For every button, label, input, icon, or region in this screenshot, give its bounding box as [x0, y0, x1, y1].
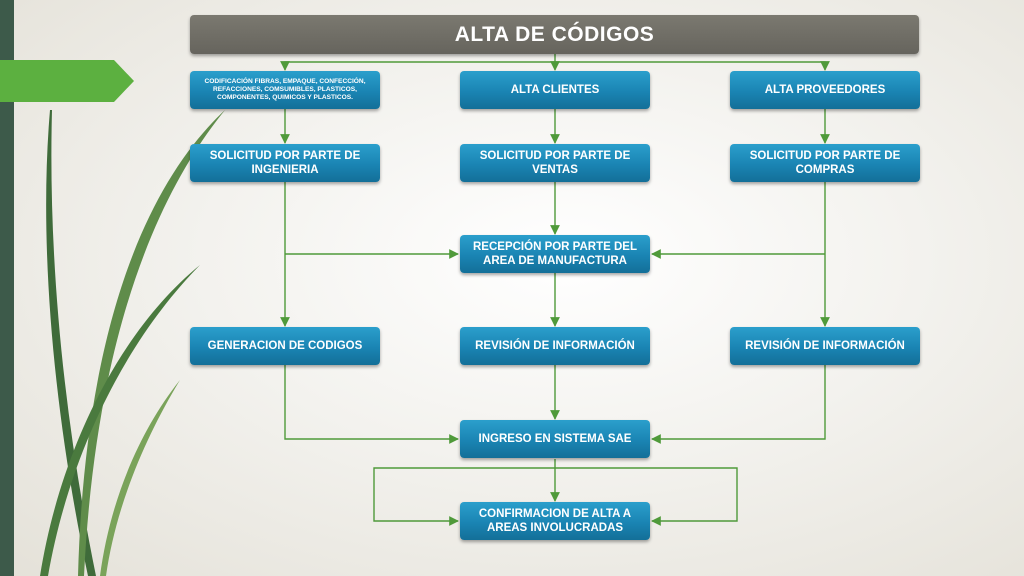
node-alta-proveedores: ALTA PROVEEDORES: [730, 71, 920, 109]
node-solicitud-ventas: SOLICITUD POR PARTE DE VENTAS: [460, 144, 650, 182]
ingreso-left-to-confirmacion-arrow: [373, 467, 555, 526]
node-confirmacion: CONFIRMACION DE ALTA A AREAS INVOLUCRADA…: [460, 502, 650, 540]
title-to-codificacion-arrow: [280, 61, 555, 71]
page-title: ALTA DE CÓDIGOS: [190, 15, 919, 54]
node-alta-clientes: ALTA CLIENTES: [460, 71, 650, 109]
node-recepcion-manufactura: RECEPCIÓN POR PARTE DEL AREA DE MANUFACT…: [460, 235, 650, 273]
node-solicitud-ingenieria: SOLICITUD POR PARTE DE INGENIERIA: [190, 144, 380, 182]
revision-der-to-ingreso-arrow: [651, 365, 826, 444]
side-accent-bar: [0, 0, 14, 576]
node-revision-derecha: REVISIÓN DE INFORMACIÓN: [730, 327, 920, 365]
generacion-to-ingreso-arrow: [284, 365, 459, 444]
ingreso-right-to-confirmacion-arrow: [555, 467, 738, 526]
node-solicitud-compras: SOLICITUD POR PARTE DE COMPRAS: [730, 144, 920, 182]
green-arrow-tab: [0, 60, 134, 102]
title-to-proveedores-arrow: [555, 61, 830, 71]
node-revision-centro: REVISIÓN DE INFORMACIÓN: [460, 327, 650, 365]
node-codificacion: CODIFICACIÓN FIBRAS, EMPAQUE, CONFECCIÓN…: [190, 71, 380, 109]
node-ingreso-sae: INGRESO EN SISTEMA SAE: [460, 420, 650, 458]
node-generacion-codigos: GENERACION DE CODIGOS: [190, 327, 380, 365]
